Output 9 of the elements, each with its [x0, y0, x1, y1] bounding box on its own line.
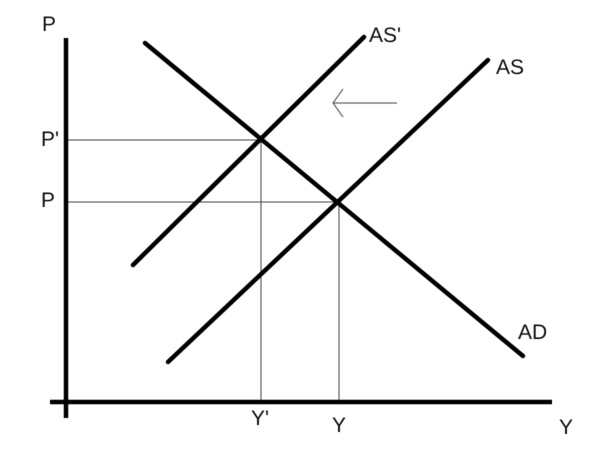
curve-label: AS'	[369, 26, 402, 46]
curve-label: AS	[496, 58, 524, 78]
axis-label: P	[42, 15, 56, 35]
tick-label: P	[41, 191, 56, 211]
tick-label: Y	[332, 416, 346, 436]
tick-label: P'	[41, 130, 60, 150]
curve-label: AD	[518, 323, 548, 343]
tick-label: Y'	[251, 409, 270, 429]
axis-label: Y	[559, 418, 574, 438]
